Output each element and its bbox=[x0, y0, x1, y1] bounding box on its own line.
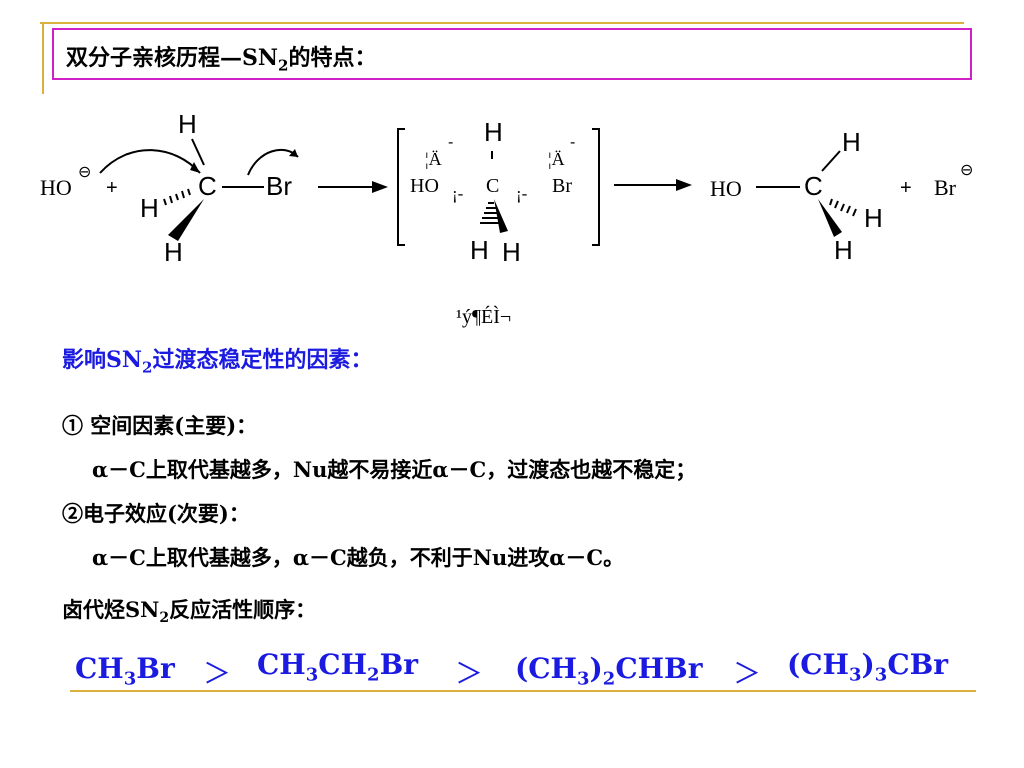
reactant-carbon: C bbox=[198, 171, 217, 201]
bromide-charge: ⊖ bbox=[960, 162, 973, 179]
reactant-wedge bbox=[168, 199, 204, 241]
title-box: 双分子亲核历程—SN2的特点： bbox=[52, 28, 972, 80]
ts-carbon: C bbox=[486, 175, 499, 197]
reaction-arrow-1 bbox=[372, 181, 388, 193]
greater-than-1: ＞ bbox=[203, 657, 232, 690]
product-h-right: H bbox=[864, 203, 883, 233]
ts-h-bottom-left: H bbox=[470, 235, 489, 265]
factors-heading: 影响SN2过渡态稳定性的因素： bbox=[62, 347, 373, 377]
compound-methyl-bromide: CH3Br bbox=[75, 652, 175, 690]
factor-2-body: α－C上取代基越多，α－C越负，不利于Nu进攻α－C。 bbox=[92, 545, 625, 570]
transition-state-caption: ¹ý¶ÉÌ¬ bbox=[456, 305, 511, 328]
ts-left-bracket bbox=[397, 128, 405, 246]
compound-ethyl-bromide: CH3CH2Br bbox=[257, 648, 418, 686]
factor-2-title: ②电子效应(次要)： bbox=[62, 501, 250, 526]
compound-isopropyl-bromide: (CH3)2CHBr bbox=[515, 652, 703, 690]
ts-h-bottom-right: H bbox=[502, 237, 521, 267]
ts-br: Br bbox=[552, 175, 572, 197]
product-wedge bbox=[818, 199, 842, 237]
order-heading: 卤代烃SN2反应活性顺序： bbox=[62, 597, 317, 627]
ts-minus-left: - bbox=[448, 134, 453, 151]
greater-than-3: ＞ bbox=[733, 657, 762, 690]
reactant-h-top: H bbox=[178, 109, 197, 139]
reactivity-order: CH3Br ＞ CH3CH2Br ＞ (CH3)2CHBr ＞ (CH3)3CB… bbox=[75, 648, 975, 692]
reaction-arrow-2 bbox=[676, 179, 692, 191]
nucleophile-ho: HO bbox=[40, 175, 72, 200]
product-h-top: H bbox=[842, 127, 861, 157]
compound-tert-butyl-bromide: (CH3)3CBr bbox=[787, 648, 949, 686]
ts-garble-left: ¡- bbox=[452, 184, 464, 203]
slide-title: 双分子亲核历程—SN2的特点： bbox=[66, 45, 377, 75]
ts-h-top: H bbox=[484, 117, 503, 147]
factor-1-body: α－C上取代基越多，Nu越不易接近α－C，过渡态也越不稳定； bbox=[92, 457, 697, 482]
bottom-gold-rule bbox=[70, 690, 976, 692]
ts-ho: HO bbox=[410, 175, 439, 197]
left-gold-rule bbox=[42, 22, 44, 94]
ts-minus-right: - bbox=[570, 134, 575, 151]
greater-than-2: ＞ bbox=[455, 657, 484, 690]
ts-delta-right: ¦Ä bbox=[548, 149, 565, 169]
attack-arrow bbox=[99, 149, 201, 174]
top-gold-rule bbox=[40, 22, 964, 24]
factor-1-title: ① 空间因素(主要)： bbox=[62, 413, 258, 438]
product-h-bottom: H bbox=[834, 235, 853, 265]
plus-sign-1: + bbox=[106, 177, 118, 199]
reactant-h-bottom: H bbox=[164, 237, 183, 267]
nucleophile-charge: ⊖ bbox=[78, 164, 91, 181]
ts-garble-right: ¡- bbox=[516, 184, 528, 203]
product-carbon: C bbox=[804, 171, 823, 201]
ts-wedge bbox=[494, 199, 508, 233]
bromide-br: Br bbox=[934, 175, 957, 200]
ts-delta-left: ¦Ä bbox=[425, 149, 442, 169]
reactant-h-left: H bbox=[140, 193, 159, 223]
reactant-br: Br bbox=[266, 171, 292, 201]
product-ho: HO bbox=[710, 176, 742, 201]
ts-right-bracket bbox=[592, 128, 600, 246]
sn2-mechanism-diagram: HO ⊖ + H H C Br H H ¦Ä - ¦Ä - HO ¡- C ¡-… bbox=[40, 109, 973, 328]
plus-sign-2: + bbox=[900, 177, 912, 199]
